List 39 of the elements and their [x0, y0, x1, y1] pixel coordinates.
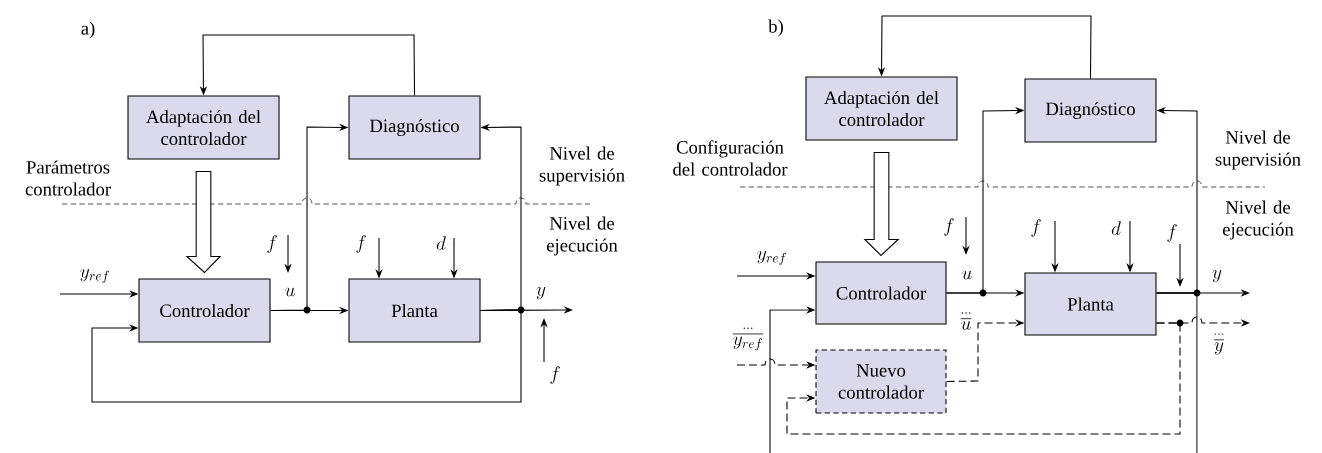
- arrow: [91, 309, 522, 403]
- text-label: a): [81, 21, 95, 39]
- signal-label: $f$: [1167, 224, 1177, 242]
- process-box: Adaptación del controlador: [805, 76, 958, 141]
- edge-label: $u$: [285, 287, 295, 297]
- edge-label: $y$: [536, 286, 546, 300]
- edge-label: $\overset{\dots}{\overline{y_{ref}}}$: [732, 327, 764, 351]
- edge-label: $y_{ref}$: [757, 250, 786, 265]
- edge-label: $y_{ref}$: [80, 268, 109, 283]
- text-label: Nivel de supervisión: [539, 146, 625, 186]
- process-box: Diagnóstico: [348, 95, 481, 160]
- edge-label: $u$: [962, 270, 972, 280]
- signal-label: $f$: [267, 235, 277, 253]
- text-label: Nivel de supervisión: [1215, 130, 1301, 170]
- process-box: Planta: [1024, 272, 1157, 336]
- signal-label: $f$: [944, 218, 954, 236]
- text-label: b): [768, 19, 783, 37]
- process-box: Diagnóstico: [1024, 78, 1157, 143]
- signal-label: $f$: [550, 366, 560, 384]
- connector-line: [1156, 292, 1198, 453]
- edge-label: $d$: [436, 236, 446, 250]
- text-label: Nivel de ejecución: [547, 216, 618, 256]
- edge-label: $f$: [356, 235, 366, 253]
- text-label: Configuración del controlador: [673, 140, 788, 176]
- text-label: Parámetros controlador: [25, 160, 111, 196]
- process-box: Adaptación del controlador: [127, 95, 280, 160]
- edge-label: $y$: [1212, 269, 1222, 283]
- edge-label: $f$: [1031, 219, 1041, 237]
- process-box: Planta: [348, 278, 481, 343]
- edge-label: $d$: [1111, 221, 1121, 235]
- process-box: Controlador: [138, 278, 271, 343]
- text-label: Nivel de ejecución: [1222, 200, 1294, 240]
- edge-label: $\overset{\dots}{\overline{y}}$: [1214, 333, 1224, 355]
- dashed-process-box: Nuevo controlador: [815, 349, 947, 414]
- process-box: Controlador: [815, 261, 947, 325]
- hollow-arrow: [185, 171, 222, 274]
- edge-label: $\overset{\dots}{\overline{u}}$: [960, 312, 972, 330]
- dashed-arrow: [786, 322, 1181, 435]
- hollow-arrow: [863, 152, 900, 257]
